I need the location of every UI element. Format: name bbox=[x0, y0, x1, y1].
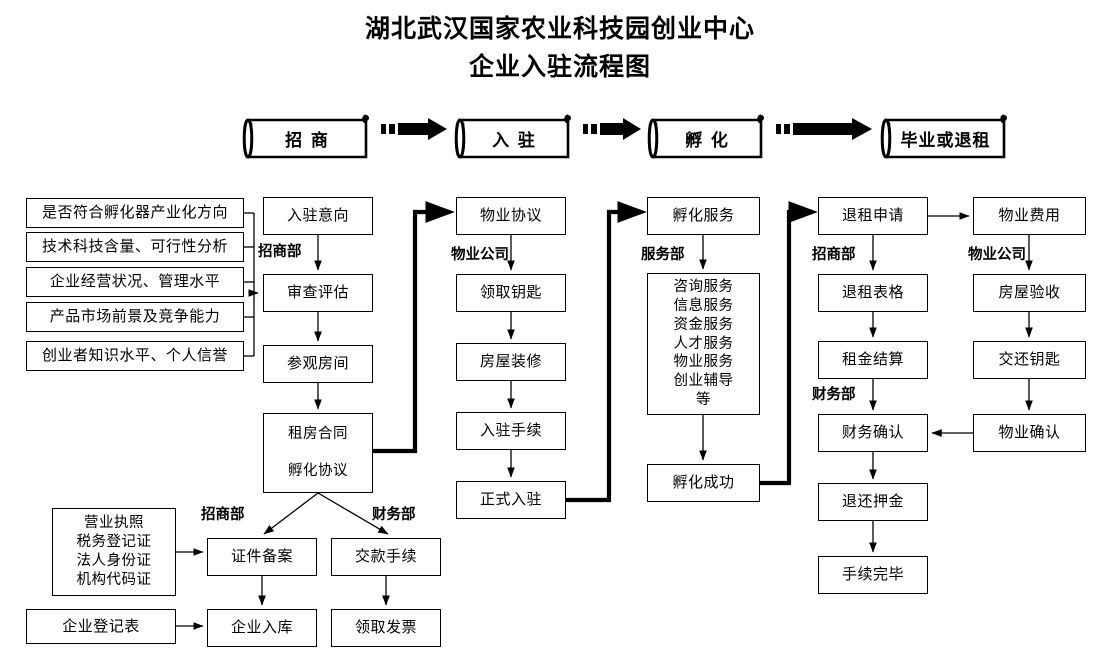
node-property-fee[interactable]: 物业费用 bbox=[973, 197, 1086, 235]
dept-label-property-1: 物业公司 bbox=[451, 247, 509, 263]
node-visit-room[interactable]: 参观房间 bbox=[263, 345, 373, 383]
node-renovation[interactable]: 房屋装修 bbox=[456, 343, 566, 381]
node-document-filing[interactable]: 证件备案 bbox=[207, 538, 317, 576]
stage-arrow-2 bbox=[583, 118, 641, 140]
node-service-list[interactable]: 咨询服务 信息服务 资金服务 人才服务 物业服务 创业辅导 等 bbox=[647, 273, 760, 415]
node-incubation-success[interactable]: 孵化成功 bbox=[647, 464, 760, 502]
node-property-agreement[interactable]: 物业协议 bbox=[456, 197, 566, 235]
dept-label-admission-1: 招商部 bbox=[258, 244, 302, 260]
node-rent-settlement[interactable]: 租金结算 bbox=[818, 341, 928, 379]
scroll-shape bbox=[647, 114, 764, 159]
stage-label: 毕业或退租 bbox=[900, 130, 991, 150]
node-registration-form[interactable]: 企业登记表 bbox=[26, 609, 176, 644]
page-title-line1: 湖北武汉国家农业科技园创业中心 bbox=[364, 15, 755, 43]
node-finance-confirm[interactable]: 财务确认 bbox=[818, 414, 928, 452]
node-incubation-service[interactable]: 孵化服务 bbox=[647, 197, 760, 235]
scroll-shape bbox=[454, 114, 571, 159]
node-exit-form[interactable]: 退租表格 bbox=[818, 274, 928, 312]
node-move-in-procedure[interactable]: 入驻手续 bbox=[456, 412, 566, 450]
node-procedure-complete[interactable]: 手续完毕 bbox=[818, 556, 928, 594]
dept-label-admission-3: 招商部 bbox=[201, 507, 245, 523]
dept-label-service: 服务部 bbox=[641, 247, 685, 263]
node-enterprise-entry[interactable]: 企业入库 bbox=[207, 609, 317, 647]
scroll-shape bbox=[242, 114, 369, 159]
node-payment-procedure[interactable]: 交款手续 bbox=[331, 538, 441, 576]
node-deposit-refund[interactable]: 退还押金 bbox=[818, 483, 928, 521]
criteria-box-4[interactable]: 产品市场前景及竞争能力 bbox=[26, 302, 244, 332]
node-lease-incubation-agreement[interactable]: 租房合同 孵化协议 bbox=[263, 413, 373, 493]
node-review-assess[interactable]: 审查评估 bbox=[263, 274, 373, 312]
stage-banner-1[interactable]: 招 商 bbox=[240, 112, 375, 164]
stage-label: 孵 化 bbox=[685, 130, 730, 150]
stage-banner-4[interactable]: 毕业或退租 bbox=[878, 112, 1013, 164]
stage-label: 入 驻 bbox=[492, 130, 537, 150]
criteria-box-3[interactable]: 企业经营状况、管理水平 bbox=[26, 267, 244, 297]
node-exit-application[interactable]: 退租申请 bbox=[818, 197, 928, 235]
stage-label: 招 商 bbox=[285, 130, 330, 150]
criteria-box-2[interactable]: 技术科技含量、可行性分析 bbox=[26, 232, 244, 262]
stage-arrow-3 bbox=[776, 118, 872, 140]
node-collect-keys[interactable]: 领取钥匙 bbox=[456, 274, 566, 312]
criteria-box-1[interactable]: 是否符合孵化器产业化方向 bbox=[26, 198, 244, 228]
dept-label-admission-2: 招商部 bbox=[812, 247, 856, 263]
dept-label-finance-1: 财务部 bbox=[812, 387, 856, 403]
node-return-keys[interactable]: 交还钥匙 bbox=[973, 341, 1086, 379]
node-property-confirm[interactable]: 物业确认 bbox=[973, 414, 1086, 452]
dept-label-finance-2: 财务部 bbox=[372, 507, 416, 523]
stage-arrow-1 bbox=[381, 118, 447, 140]
stage-banner-3[interactable]: 孵 化 bbox=[645, 112, 770, 164]
dept-label-property-2: 物业公司 bbox=[968, 247, 1026, 263]
node-house-inspection[interactable]: 房屋验收 bbox=[973, 274, 1086, 312]
criteria-box-5[interactable]: 创业者知识水平、个人信誉 bbox=[26, 341, 244, 371]
stage-banner-2[interactable]: 入 驻 bbox=[452, 112, 577, 164]
page-title-line2: 企业入驻流程图 bbox=[468, 53, 651, 81]
node-official-move-in[interactable]: 正式入驻 bbox=[456, 481, 566, 519]
node-receive-invoice[interactable]: 领取发票 bbox=[331, 609, 441, 647]
scroll-shape bbox=[880, 114, 1007, 159]
node-required-documents[interactable]: 营业执照 税务登记证 法人身份证 机构代码证 bbox=[52, 508, 176, 596]
node-admission-intent[interactable]: 入驻意向 bbox=[263, 197, 373, 235]
